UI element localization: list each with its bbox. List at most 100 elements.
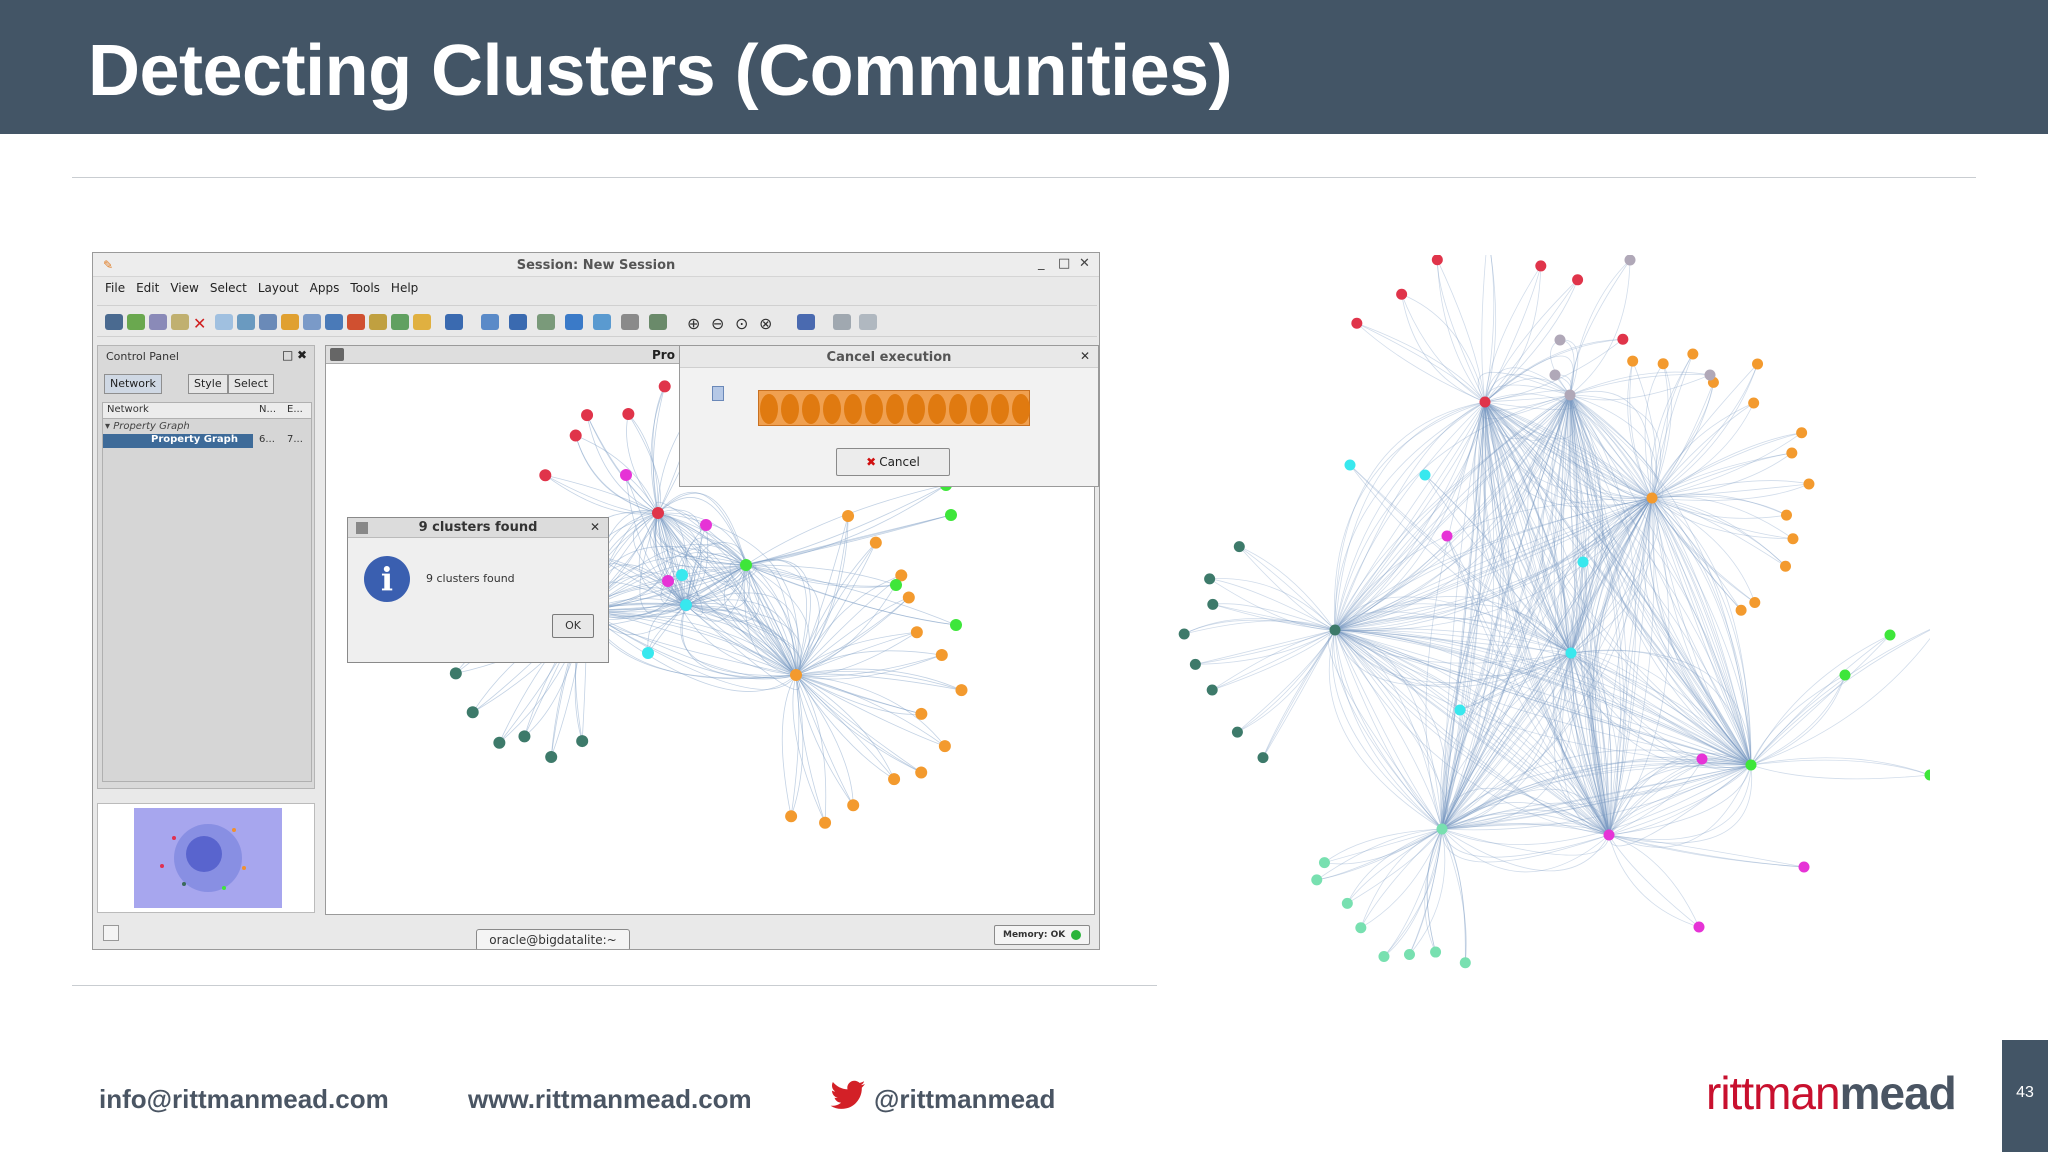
- graph-node: [620, 469, 632, 481]
- graph-edge: [1184, 618, 1336, 635]
- zoom-selected-icon[interactable]: ⊗: [759, 314, 773, 333]
- folder-icon[interactable]: [413, 314, 431, 330]
- col-edges[interactable]: E...: [287, 404, 303, 415]
- graph-edge: [745, 564, 810, 676]
- menu-layout[interactable]: Layout: [257, 281, 299, 295]
- graph-edge: [685, 599, 797, 676]
- clusters-dialog-close-icon[interactable]: ✕: [589, 520, 600, 534]
- graph-node: [1233, 541, 1245, 553]
- zoom-fit-icon[interactable]: ⊙: [735, 314, 749, 333]
- view-menu-icon[interactable]: [330, 348, 344, 361]
- graph-edge: [1569, 394, 1653, 499]
- menu-edit[interactable]: Edit: [136, 281, 160, 295]
- graph-edge: [585, 610, 797, 676]
- graph-edge: [1651, 497, 1787, 519]
- hierarchy-icon[interactable]: [833, 314, 851, 330]
- graph-edge: [1441, 401, 1510, 830]
- save-icon[interactable]: [445, 314, 463, 330]
- list-icon[interactable]: [621, 314, 639, 330]
- status-panel-icon[interactable]: [103, 925, 119, 941]
- footer-email[interactable]: info@rittmanmead.com: [99, 1084, 389, 1114]
- star-icon[interactable]: [281, 314, 299, 330]
- graph-edge: [1606, 497, 1653, 836]
- menu-file[interactable]: File: [105, 281, 126, 295]
- network-overview[interactable]: [97, 803, 315, 913]
- layout-icon[interactable]: [797, 314, 815, 330]
- graph-edge: [1334, 629, 1572, 686]
- image-icon[interactable]: [649, 314, 667, 330]
- footer-website[interactable]: www.rittmanmead.com: [468, 1084, 752, 1114]
- graph-edge: [1484, 401, 1752, 766]
- tab-select[interactable]: Select: [228, 374, 274, 394]
- maximize-icon[interactable]: □: [1058, 256, 1071, 271]
- close-panel-icon[interactable]: ✖: [297, 348, 308, 362]
- share-icon[interactable]: [149, 314, 167, 330]
- graph-node: [622, 408, 635, 421]
- graph-edge: [1608, 763, 1752, 836]
- tag-icon[interactable]: [171, 314, 189, 330]
- graph-node: [1378, 951, 1390, 963]
- net-icon[interactable]: [593, 314, 611, 330]
- graph-edge: [1484, 401, 1653, 499]
- col-nodes[interactable]: N...: [259, 404, 277, 415]
- graph-edge: [585, 512, 668, 612]
- snowflake-icon[interactable]: [215, 314, 233, 330]
- graph-edge: [1459, 652, 1572, 711]
- graph-edge: [585, 602, 797, 676]
- tree-parent-row[interactable]: ▾ Property Graph: [105, 421, 190, 432]
- menu-view[interactable]: View: [170, 281, 199, 295]
- import-icon[interactable]: [127, 314, 145, 330]
- menu-tools[interactable]: Tools: [350, 281, 380, 295]
- graph-node: [1403, 949, 1415, 961]
- terminal-button[interactable]: oracle@bigdatalite:~: [476, 929, 630, 949]
- funnel-icon[interactable]: [325, 314, 343, 330]
- minimize-icon[interactable]: _: [1038, 256, 1045, 271]
- search-network-icon[interactable]: [105, 314, 123, 330]
- graph-edge: [1195, 629, 1336, 665]
- cancel-button[interactable]: ✖Cancel: [836, 448, 950, 476]
- table-icon[interactable]: [537, 314, 555, 330]
- graph-edge: [657, 512, 691, 606]
- tab-style[interactable]: Style: [188, 374, 228, 394]
- tree-icon[interactable]: [347, 314, 365, 330]
- memory-button[interactable]: Memory: OK: [994, 925, 1090, 945]
- graph-edge: [1334, 394, 1571, 631]
- graph-edge: [1334, 629, 1610, 836]
- graph-edge: [585, 512, 674, 617]
- zoom-in-icon[interactable]: ⊕: [687, 314, 701, 333]
- menu-apps[interactable]: Apps: [309, 281, 340, 295]
- graph-edge: [1334, 401, 1486, 631]
- people-icon[interactable]: [391, 314, 409, 330]
- grid-icon[interactable]: [259, 314, 277, 330]
- network-layout-icon[interactable]: [481, 314, 499, 330]
- footer-twitter[interactable]: @rittmanmead: [874, 1084, 1056, 1114]
- web-icon[interactable]: [565, 314, 583, 330]
- graph-edge: [1334, 616, 1572, 654]
- filter-icon[interactable]: [237, 314, 255, 330]
- zoom-out-icon[interactable]: ⊖: [711, 314, 725, 333]
- export-icon[interactable]: [303, 314, 321, 330]
- close-icon[interactable]: ✕: [1079, 256, 1090, 271]
- graph-edge: [1262, 629, 1336, 758]
- small-network-graph[interactable]: [326, 365, 1094, 915]
- col-network[interactable]: Network: [107, 404, 149, 415]
- window-titlebar[interactable]: ✎ Session: New Session _ □ ✕: [93, 253, 1099, 277]
- bar-icon[interactable]: [369, 314, 387, 330]
- graph-edge: [1441, 394, 1571, 830]
- scatter-icon[interactable]: [859, 314, 877, 330]
- tab-network[interactable]: Network: [104, 374, 162, 394]
- float-panel-icon[interactable]: □: [282, 348, 294, 362]
- overview-viewport[interactable]: [134, 808, 282, 908]
- ok-button[interactable]: OK: [552, 614, 594, 638]
- graph-edge: [795, 654, 942, 677]
- control-panel: Control Panel □ ✖ Network Style Select N…: [97, 345, 315, 789]
- menu-select[interactable]: Select: [209, 281, 247, 295]
- tree-child-row[interactable]: Property Graph: [103, 434, 253, 448]
- delete-icon[interactable]: ✕: [193, 314, 207, 333]
- graph-edge: [1484, 401, 1653, 499]
- menu-help[interactable]: Help: [390, 281, 419, 295]
- graph-edge: [1570, 652, 1752, 766]
- globe-icon[interactable]: [509, 314, 527, 330]
- graph-edge: [595, 554, 687, 606]
- cancel-dialog-close-icon[interactable]: ✕: [1079, 349, 1090, 363]
